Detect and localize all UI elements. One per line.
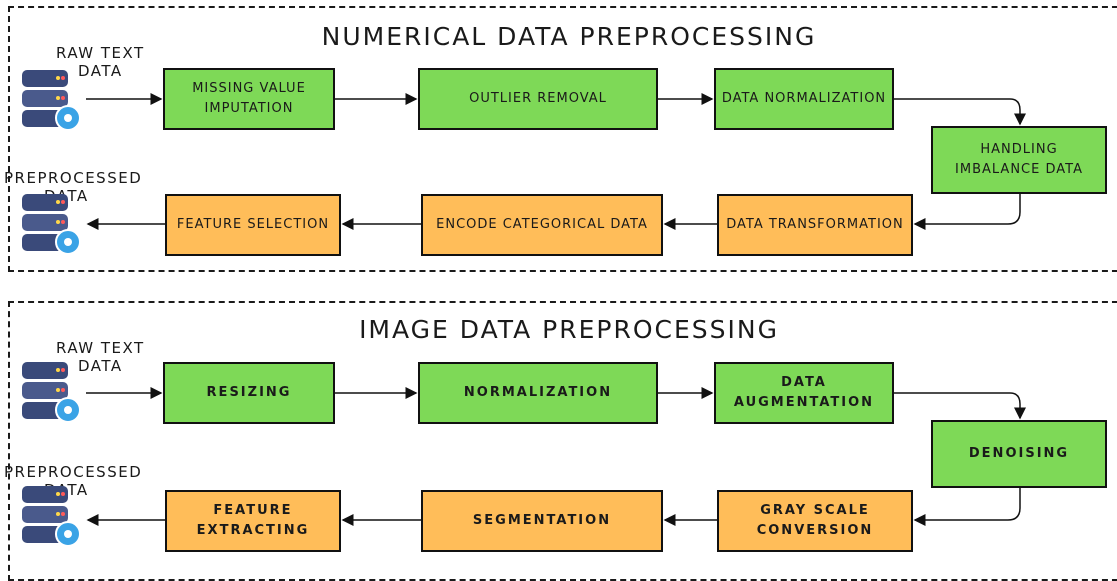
arrow — [894, 392, 1026, 420]
step-data-augmentation: DATA AUGMENTATION — [714, 362, 894, 424]
step-outlier-removal: OUTLIER REMOVAL — [418, 68, 658, 130]
arrow — [894, 98, 1026, 126]
step-data-normalization: DATA NORMALIZATION — [714, 68, 894, 130]
step-handling-imbalance-data: HANDLING IMBALANCE DATA — [931, 126, 1107, 194]
step-resizing: RESIZING — [163, 362, 335, 424]
step-denoising: DENOISING — [931, 420, 1107, 488]
flow-arrows — [86, 93, 1026, 526]
step-feature-extracting: FEATURE EXTRACTING — [165, 490, 341, 552]
step-data-transformation: DATA TRANSFORMATION — [717, 194, 913, 256]
arrow — [913, 488, 1021, 526]
database-server-icon — [22, 362, 81, 423]
database-server-icon — [22, 194, 81, 255]
panel-title: IMAGE DATA PREPROCESSING — [359, 315, 779, 344]
step-feature-selection: FEATURE SELECTION — [165, 194, 341, 256]
numerical-panel: NUMERICAL DATA PREPROCESSING — [8, 6, 1117, 272]
step-normalization: NORMALIZATION — [418, 362, 658, 424]
arrow — [913, 194, 1021, 230]
step-gray-scale-conversion: GRAY SCALE CONVERSION — [717, 490, 913, 552]
database-server-icon — [22, 486, 81, 547]
step-encode-categorical-data: ENCODE CATEGORICAL DATA — [421, 194, 663, 256]
step-segmentation: SEGMENTATION — [421, 490, 663, 552]
panel-title: NUMERICAL DATA PREPROCESSING — [321, 22, 817, 51]
step-missing-value-imputation: MISSING VALUE IMPUTATION — [163, 68, 335, 130]
database-server-icon — [22, 70, 81, 131]
